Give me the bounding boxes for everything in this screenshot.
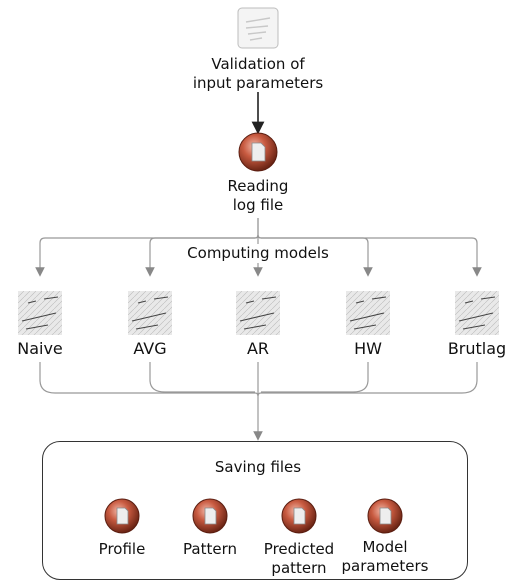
validation-step-label: Validation of input parameters <box>193 55 323 93</box>
output-profile-line1: Profile <box>98 540 146 558</box>
output-model-line1: Model <box>362 538 408 556</box>
validation-label-line1: Validation of <box>211 55 305 73</box>
reading-label-line2: log file <box>232 196 284 214</box>
validation-label-line2: input parameters <box>192 74 324 92</box>
computing-models-label: Computing models <box>183 244 333 263</box>
saving-files-label: Saving files <box>214 458 302 476</box>
output-model-line2: parameters <box>341 557 429 575</box>
document-icon <box>192 498 228 534</box>
document-icon <box>238 132 278 172</box>
edges-merge <box>39 362 478 441</box>
formula-icon <box>455 291 499 335</box>
edges-fan-out <box>35 218 482 277</box>
formula-icon <box>18 291 62 335</box>
saving-files-group <box>42 441 468 580</box>
reading-step-label: Reading log file <box>228 177 289 215</box>
script-task-icon <box>237 7 279 49</box>
output-label-model-parameters: Model parameters <box>341 538 428 576</box>
model-label-brutlag: Brutlag <box>447 339 507 358</box>
output-pattern-line1: Pattern <box>183 540 237 558</box>
document-icon <box>104 498 140 534</box>
output-icons <box>104 498 403 534</box>
model-label-ar: AR <box>246 339 270 358</box>
document-icon <box>367 498 403 534</box>
output-predicted-line1: Predicted <box>263 540 335 558</box>
output-label-profile: Profile <box>99 540 146 559</box>
reading-label-line1: Reading <box>227 177 289 195</box>
output-predicted-line2: pattern <box>271 559 327 577</box>
formula-icon <box>346 291 390 335</box>
output-label-pattern: Pattern <box>183 540 237 559</box>
model-label-naive: Naive <box>17 339 63 358</box>
model-label-avg: AVG <box>133 339 167 358</box>
formula-icon <box>128 291 172 335</box>
model-icons <box>18 291 499 335</box>
output-label-predicted-pattern: Predicted pattern <box>264 540 334 578</box>
document-icon <box>281 498 317 534</box>
model-label-hw: HW <box>354 339 382 358</box>
formula-icon <box>236 291 280 335</box>
